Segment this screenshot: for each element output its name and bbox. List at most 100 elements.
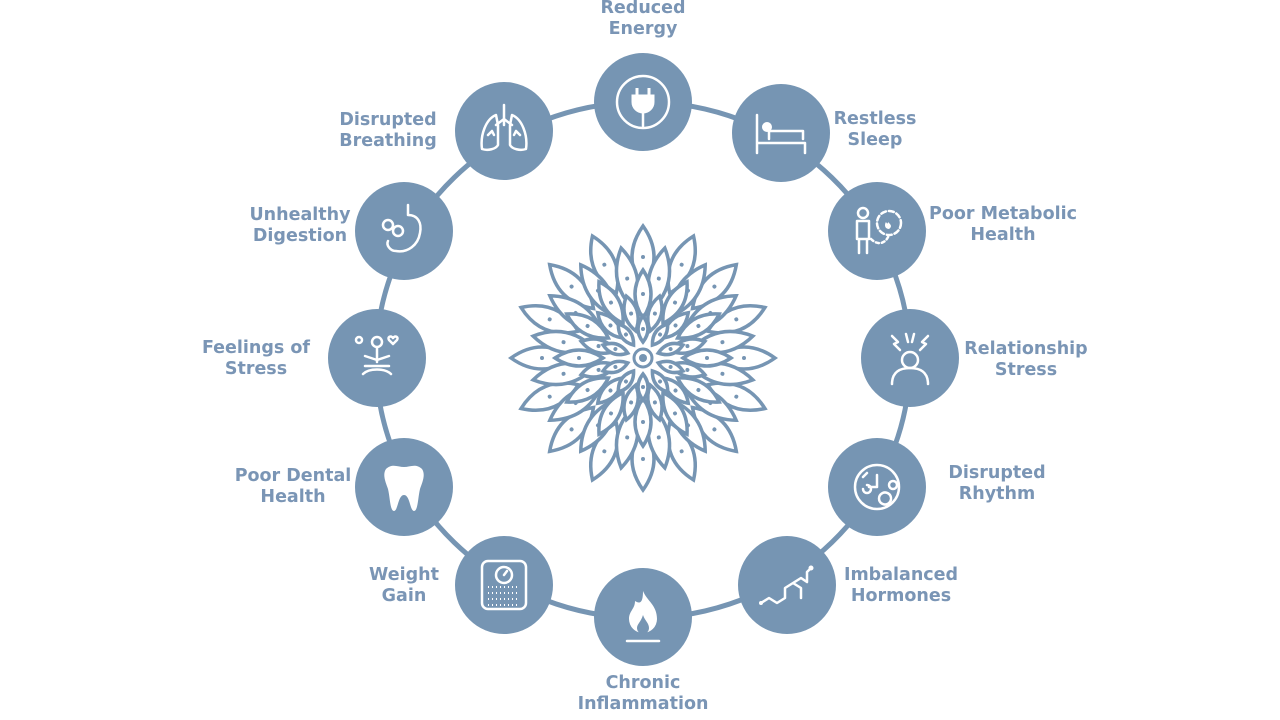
label-line: Disrupted — [948, 463, 1046, 483]
label-line: Stress — [224, 359, 288, 379]
symptom-node — [828, 182, 926, 280]
label-line: Rhythm — [958, 484, 1036, 504]
label-line: Chronic — [605, 673, 681, 693]
mandala-dot — [629, 400, 634, 405]
label-line: Feelings of — [201, 338, 311, 358]
metabolism-icon — [855, 206, 903, 255]
mandala-dot — [561, 340, 566, 345]
mandala-dot — [658, 332, 663, 337]
mandala-dot — [609, 300, 613, 305]
label-line: Weight — [369, 565, 439, 585]
bed-icon — [755, 113, 807, 155]
label-line: Stress — [994, 360, 1058, 380]
label-line: Hormones — [850, 586, 952, 606]
mandala-dot — [685, 367, 690, 372]
mandala-dot — [673, 411, 677, 416]
label-line: Inflammation — [577, 694, 709, 714]
stomach-icon — [381, 203, 422, 253]
symptom-node — [455, 536, 553, 634]
mandala-dot — [625, 276, 630, 281]
mandala-dot — [734, 317, 739, 322]
lungs-icon — [480, 103, 528, 152]
mandala-dot — [547, 394, 552, 399]
label-line: Relationship — [964, 339, 1088, 359]
mandala-dot — [608, 323, 613, 328]
mandala-dot — [679, 449, 684, 454]
mandala-dot — [625, 435, 630, 440]
mandala-dot — [685, 344, 690, 349]
mandala-dot — [569, 427, 574, 432]
mandala-dot — [602, 449, 607, 454]
mandala-dot — [641, 292, 645, 296]
stressed-person-icon — [890, 332, 930, 386]
mandala-icon — [507, 222, 779, 494]
steroid-molecule-icon — [759, 565, 814, 605]
label-line: Imbalanced — [843, 565, 959, 585]
mandala-dot — [696, 388, 701, 392]
symptom-node — [732, 84, 830, 182]
symptom-node — [594, 568, 692, 666]
mandala-dot — [720, 371, 725, 376]
label-line: Energy — [608, 19, 678, 39]
mandala-dot — [629, 311, 634, 316]
mandala-dot — [608, 388, 613, 393]
mandala-dot — [668, 347, 673, 352]
flame-icon — [625, 591, 661, 643]
symptom-node — [738, 536, 836, 634]
mandala-dot — [602, 262, 607, 267]
circadian-clock-icon — [853, 463, 901, 511]
mandala-dot — [673, 388, 678, 393]
mandala-dot — [585, 324, 590, 328]
tooth-icon — [384, 465, 424, 511]
symptom-node — [828, 438, 926, 536]
label-line: Gain — [381, 586, 427, 606]
label-line: Poor Dental — [234, 466, 352, 486]
mandala-dot — [658, 379, 663, 384]
symptom-node — [328, 309, 426, 407]
mandala-dot — [641, 255, 645, 259]
mandala-dot — [734, 394, 739, 399]
mandala-dot — [585, 388, 590, 392]
mandala-dot — [652, 400, 657, 405]
mandala-dot — [596, 367, 601, 372]
mandala-dot — [596, 344, 601, 349]
label-line: Health — [260, 487, 326, 507]
mandala-dot — [712, 427, 717, 432]
label-line: Restless — [833, 109, 917, 129]
symptom-node — [594, 53, 692, 151]
symptom-node — [861, 309, 959, 407]
mandala-dot — [673, 323, 678, 328]
mandala-dot — [623, 332, 628, 337]
mandala-dot — [641, 457, 645, 461]
mandala-dot — [540, 356, 544, 360]
scale-icon — [480, 559, 528, 611]
mandala-dot — [742, 356, 746, 360]
mandala-dot — [641, 327, 645, 331]
mandala-dot — [705, 356, 709, 360]
meditation-icon — [354, 335, 399, 376]
label-line: Sleep — [847, 130, 903, 150]
symptom-node — [355, 438, 453, 536]
label-line: Health — [970, 225, 1036, 245]
label-line: Breathing — [339, 131, 437, 151]
mandala-dot — [696, 324, 701, 328]
mandala-dot — [577, 356, 581, 360]
mandala-dot — [673, 300, 677, 305]
mandala-dot — [720, 340, 725, 345]
mandala-dot — [569, 284, 574, 289]
label-line: Poor Metabolic — [929, 204, 1077, 224]
mandala-dot — [712, 284, 717, 289]
mandala-dot — [547, 317, 552, 322]
mandala-dot — [679, 262, 684, 267]
